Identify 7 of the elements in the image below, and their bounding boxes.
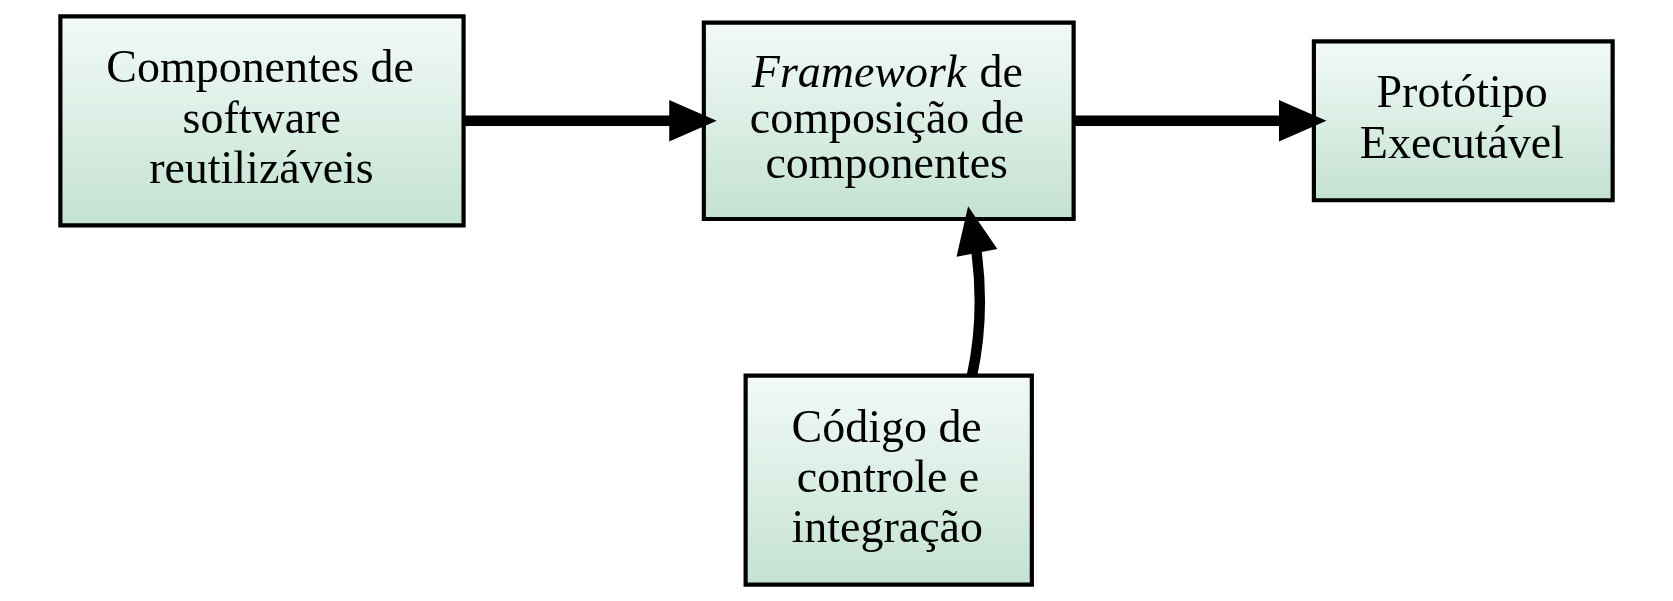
arrow: [463, 100, 717, 142]
node-box: Protótipo Executável: [1311, 39, 1615, 203]
node-box: Código de controle e integração: [743, 373, 1034, 587]
node-box: Componentes de software reutilizáveis: [58, 14, 466, 228]
arrow: [956, 206, 998, 377]
node-box: Framework de composição de componentes: [701, 20, 1076, 222]
arrow: [1073, 100, 1327, 142]
